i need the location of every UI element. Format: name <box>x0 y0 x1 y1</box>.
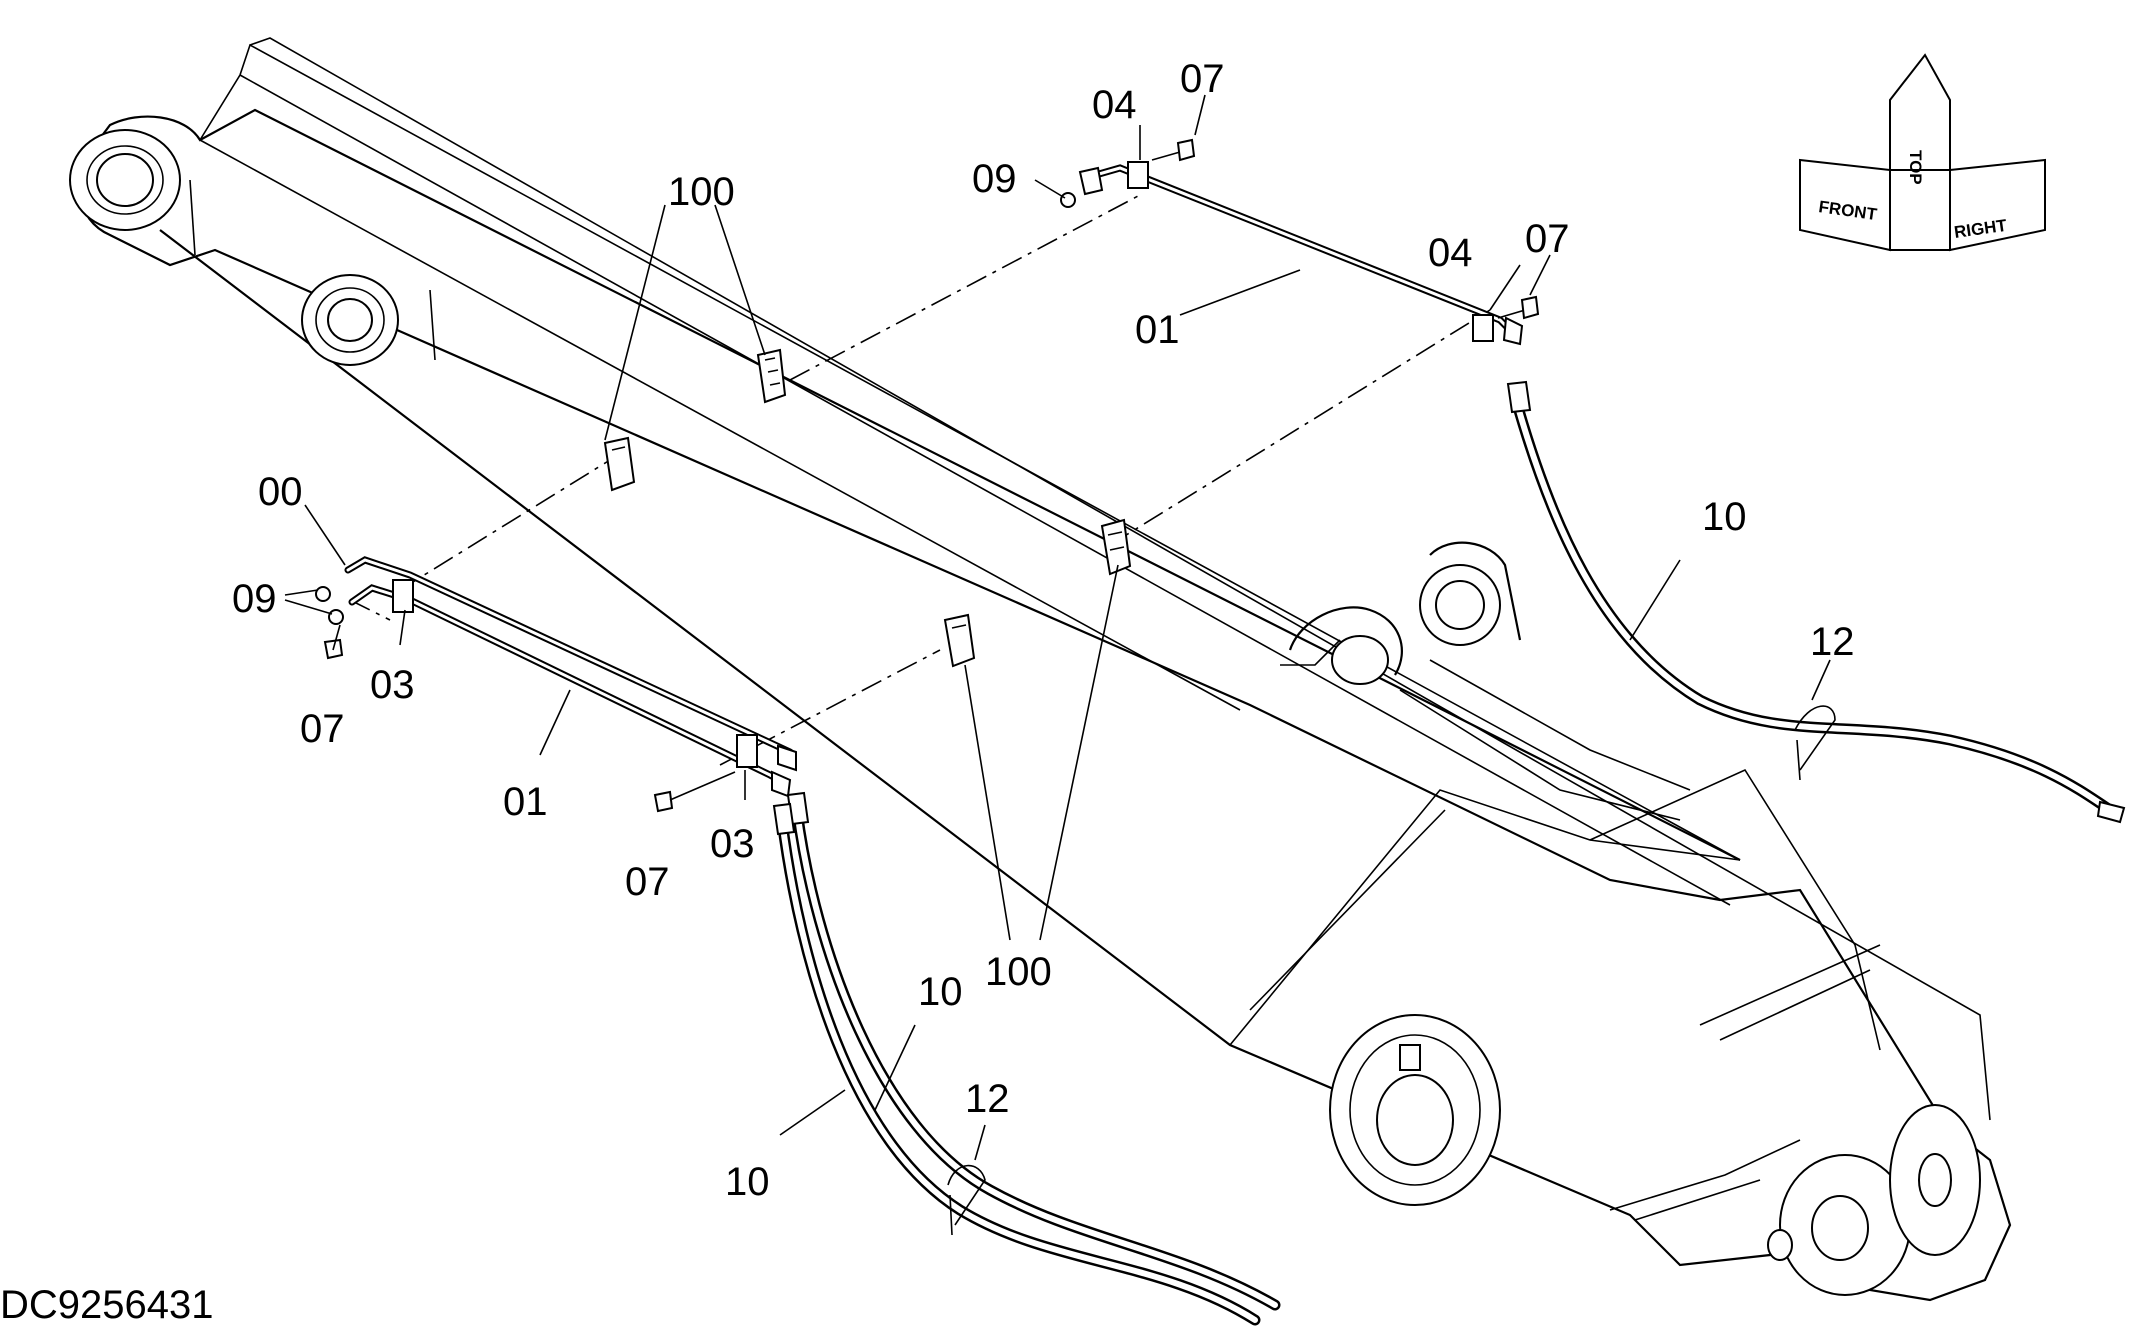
callout-00: 00 <box>258 470 303 514</box>
drawing-id: DC9256431 <box>0 1283 214 1327</box>
callout-04-b: 04 <box>1428 231 1473 275</box>
callout-03-a: 03 <box>370 663 415 707</box>
callout-labels: 100 04 07 09 04 07 01 00 09 03 07 01 03 … <box>232 57 1855 1204</box>
clamp-bracket-lower <box>943 613 976 668</box>
callout-07-c: 07 <box>300 707 345 751</box>
callout-100-top: 100 <box>668 170 735 214</box>
callout-10-a: 10 <box>918 970 963 1014</box>
bolt-07-b <box>1497 295 1540 320</box>
excavator-boom <box>69 37 2012 1302</box>
hose-10-left-b <box>772 802 1261 1326</box>
callout-100-bottom: 100 <box>985 950 1052 994</box>
callout-01-left: 01 <box>503 780 548 824</box>
bolt-07-d <box>653 771 736 813</box>
clamp-bracket-mid <box>603 436 636 492</box>
pipe-clamp-04-a <box>1127 161 1149 189</box>
callout-03-b: 03 <box>710 822 755 866</box>
hose-10-left-a <box>786 791 1281 1311</box>
orientation-indicator: FRONT RIGHT TOP <box>1799 53 2046 252</box>
callout-leaders <box>284 94 1831 1161</box>
nuts-09-left <box>315 586 344 625</box>
pipe-clamp-03-b <box>736 734 758 768</box>
hose-10-right <box>1506 380 2126 824</box>
callout-10-right: 10 <box>1702 495 1747 539</box>
callout-12-left: 12 <box>965 1077 1010 1121</box>
left-pipe-01 <box>344 556 797 798</box>
callout-10-b: 10 <box>725 1160 770 1204</box>
callout-09-left: 09 <box>232 577 277 621</box>
nut-09-top <box>1060 192 1076 208</box>
bolt-07-c <box>323 624 344 660</box>
orientation-top-label: TOP <box>1906 150 1925 185</box>
callout-09-top: 09 <box>972 157 1017 201</box>
callout-07-a: 07 <box>1180 57 1225 101</box>
callout-12-right: 12 <box>1810 620 1855 664</box>
callout-07-d: 07 <box>625 860 670 904</box>
tie-12-right <box>1794 705 1836 781</box>
upper-pipe-01 <box>1078 164 1524 346</box>
pipe-clamp-04-b <box>1472 314 1494 342</box>
bolt-07-a <box>1151 138 1196 162</box>
tie-12-left <box>947 1164 986 1236</box>
clamp-bracket-right <box>1100 518 1132 576</box>
callout-04-a: 04 <box>1092 83 1137 127</box>
clamp-bracket-top <box>756 348 787 404</box>
callout-07-b: 07 <box>1525 217 1570 261</box>
assembly-leaders <box>349 194 1491 766</box>
callout-01-top: 01 <box>1135 308 1180 352</box>
pipe-clamp-03-a <box>392 579 414 613</box>
